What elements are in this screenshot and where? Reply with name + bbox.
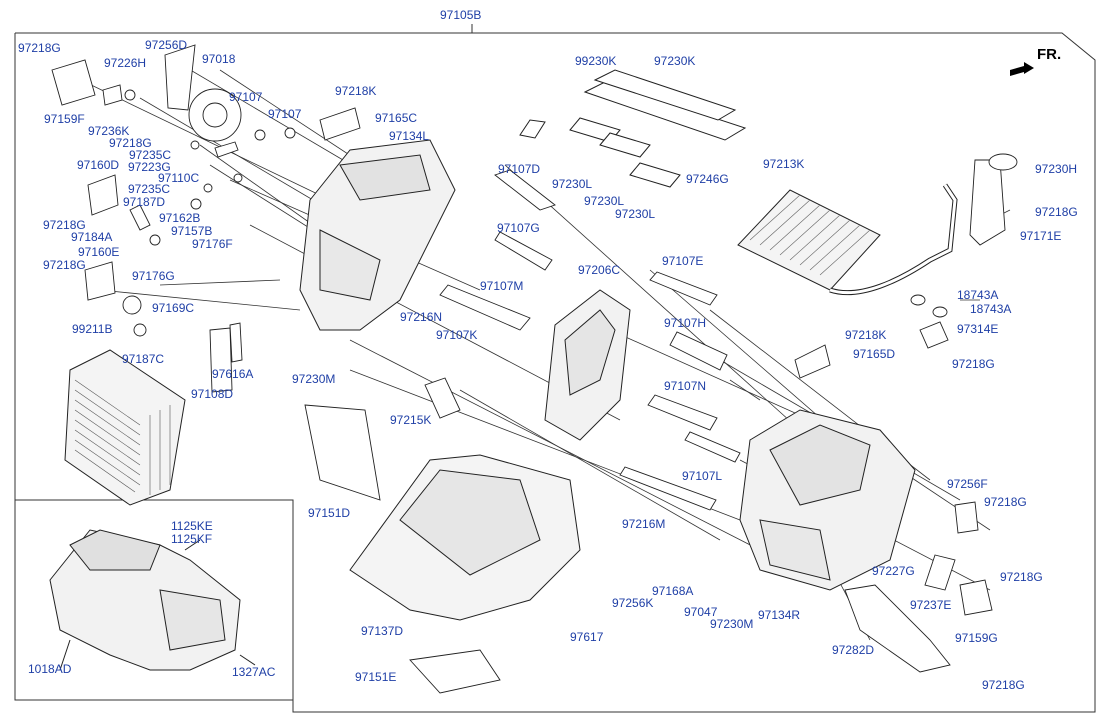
part-label[interactable]: 97226H	[104, 56, 147, 70]
part-label[interactable]: 97216M	[622, 517, 666, 531]
part-label[interactable]: 97168A	[652, 584, 694, 598]
heater-case-right	[739, 409, 916, 591]
part-label[interactable]: 1327AC	[232, 665, 276, 679]
part-label[interactable]: 97107L	[682, 469, 723, 483]
part-label[interactable]: 97256D	[145, 38, 188, 52]
part-label[interactable]: 97218K	[845, 328, 887, 342]
part-label[interactable]: 97187C	[122, 352, 165, 366]
front-arrow-icon	[1010, 62, 1034, 76]
part-label[interactable]: 97215K	[390, 413, 432, 427]
part-label[interactable]: 97107E	[662, 254, 704, 268]
part-label[interactable]: 97176F	[192, 237, 233, 251]
part-label[interactable]: 97107N	[664, 379, 707, 393]
part-label[interactable]: 97110C	[158, 171, 200, 185]
part-label[interactable]: 97230H	[1035, 162, 1078, 176]
part-label[interactable]: 97159G	[955, 631, 998, 645]
part-label[interactable]: 1125KE	[171, 519, 213, 533]
heater-case-left	[299, 139, 456, 331]
part-label[interactable]: 97237E	[910, 598, 952, 612]
assembly-number: 97105B	[440, 8, 482, 22]
part-label[interactable]: 97256F	[947, 477, 988, 491]
part-label[interactable]: 97107K	[436, 328, 478, 342]
part-label[interactable]: 97218G	[18, 41, 61, 55]
part-label[interactable]: 97107	[268, 107, 302, 121]
part-label[interactable]: 97218G	[982, 678, 1025, 692]
part-label[interactable]: 97218G	[43, 258, 86, 272]
part-label[interactable]: 97218G	[952, 357, 995, 371]
part-label[interactable]: 18743A	[957, 288, 999, 302]
part-label[interactable]: 97314E	[957, 322, 999, 336]
part-label[interactable]: 97282D	[832, 643, 875, 657]
part-label[interactable]: 97218G	[109, 136, 152, 150]
part-label[interactable]: 97223G	[128, 160, 171, 174]
part-label[interactable]: 97230L	[584, 194, 625, 208]
part-label[interactable]: 97107D	[498, 162, 541, 176]
part-label[interactable]: 97235C	[128, 182, 171, 196]
part-label[interactable]: 97159F	[44, 112, 85, 126]
part-label[interactable]: 97187D	[123, 195, 166, 209]
part-label[interactable]: 97246G	[686, 172, 729, 186]
part-label[interactable]: 97107G	[497, 221, 540, 235]
part-label[interactable]: 18743A	[970, 302, 1012, 316]
part-label[interactable]: 97218G	[43, 218, 86, 232]
part-label[interactable]: 97218G	[984, 495, 1027, 509]
part-label[interactable]: 97171E	[1020, 229, 1062, 243]
part-label[interactable]: 97162B	[159, 211, 201, 225]
part-label[interactable]: 97157B	[171, 224, 213, 238]
part-label[interactable]: 97617	[570, 630, 604, 644]
front-direction-label: FR.	[1037, 46, 1062, 63]
air-filters	[519, 69, 747, 188]
part-label[interactable]: 97047	[684, 605, 718, 619]
part-label[interactable]: 97134R	[758, 608, 801, 622]
part-label[interactable]: 97151D	[308, 506, 351, 520]
part-label[interactable]: 97137D	[361, 624, 404, 638]
part-label[interactable]: 97206C	[578, 263, 621, 277]
part-label[interactable]: 97165D	[853, 347, 896, 361]
part-label[interactable]: 97230L	[552, 177, 593, 191]
lower-case	[349, 454, 581, 621]
part-label[interactable]: 97235C	[129, 148, 172, 162]
part-label[interactable]: 97169C	[152, 301, 195, 315]
part-label[interactable]: 97160D	[77, 158, 120, 172]
part-label[interactable]: 97018	[202, 52, 236, 66]
part-label[interactable]: 97256K	[612, 596, 654, 610]
part-label[interactable]: 97151E	[355, 670, 397, 684]
part-label[interactable]: 97218G	[1000, 570, 1043, 584]
part-label[interactable]: 97107M	[480, 279, 524, 293]
part-label[interactable]: 97165C	[375, 111, 418, 125]
part-label[interactable]: 97218K	[335, 84, 377, 98]
part-label[interactable]: 97218G	[1035, 205, 1078, 219]
part-label[interactable]: 97230K	[654, 54, 696, 68]
part-label[interactable]: 97230M	[710, 617, 754, 631]
part-label[interactable]: 97216N	[400, 310, 443, 324]
part-label[interactable]: 99211B	[72, 322, 113, 336]
part-label[interactable]: 97184A	[71, 230, 113, 244]
part-label[interactable]: 97230L	[615, 207, 656, 221]
part-label[interactable]: 97236K	[88, 124, 130, 138]
part-label[interactable]: 97230M	[292, 372, 336, 386]
part-label[interactable]: 97107H	[664, 316, 707, 330]
inset-frame	[14, 499, 294, 701]
part-label[interactable]: 97176G	[132, 269, 175, 283]
part-label[interactable]: 1018AD	[28, 662, 72, 676]
part-label[interactable]: 1125KF	[171, 532, 213, 546]
part-label[interactable]: 97616A	[212, 367, 254, 381]
part-label[interactable]: 97134L	[389, 129, 430, 143]
part-label[interactable]: 97213K	[763, 157, 805, 171]
part-label[interactable]: 97227G	[872, 564, 915, 578]
part-label[interactable]: 97107	[229, 90, 263, 104]
blower-assembly-inset	[49, 529, 256, 671]
part-label[interactable]: 97108D	[191, 387, 234, 401]
small-parts	[51, 44, 1018, 694]
heater-case-center	[544, 289, 631, 441]
part-label[interactable]: 99230K	[575, 54, 617, 68]
heater-core	[737, 183, 958, 296]
evaporator-core	[64, 349, 186, 506]
part-label[interactable]: 97160E	[78, 245, 120, 259]
